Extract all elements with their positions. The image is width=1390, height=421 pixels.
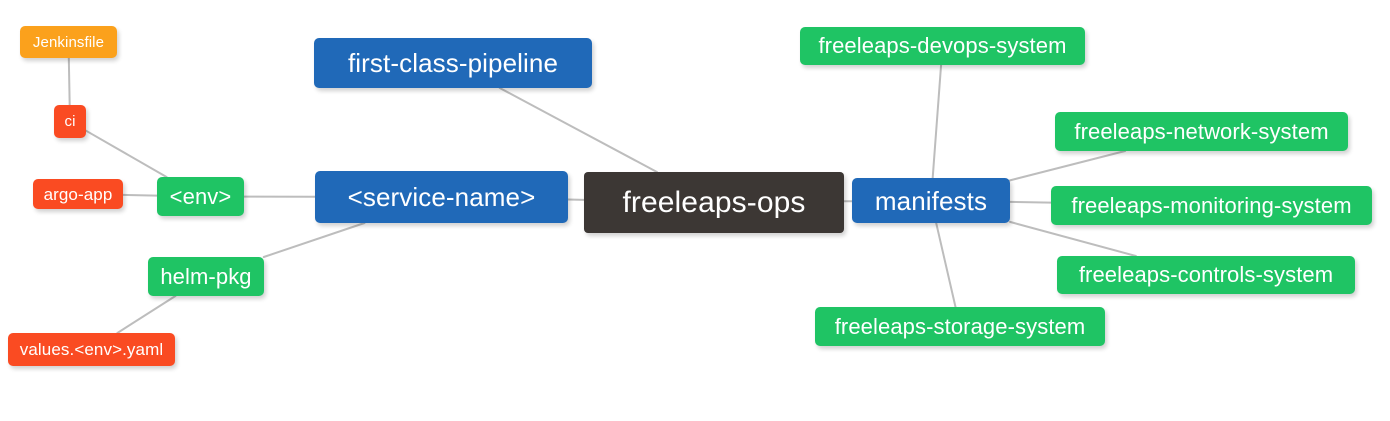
edge-env-to-ci: [85, 129, 168, 178]
node-label: argo-app: [43, 184, 113, 204]
node-label: freeleaps-ops: [622, 185, 806, 219]
node-values-yaml[interactable]: values.<env>.yaml: [8, 333, 175, 366]
node-label: <env>: [169, 183, 232, 209]
node-freeleaps-devops-system[interactable]: freeleaps-devops-system: [800, 27, 1085, 65]
node-label: freeleaps-storage-system: [834, 313, 1086, 339]
node-helm-pkg[interactable]: helm-pkg: [148, 257, 264, 296]
node-first-class-pipeline[interactable]: first-class-pipeline: [314, 38, 592, 88]
node-label: ci: [64, 113, 76, 130]
node-label: first-class-pipeline: [347, 48, 559, 78]
node-ci[interactable]: ci: [54, 105, 86, 138]
node-freeleaps-monitoring-system[interactable]: freeleaps-monitoring-system: [1051, 186, 1372, 225]
node-label: values.<env>.yaml: [19, 340, 164, 359]
edge-service_name-to-helm_pkg: [262, 222, 366, 258]
edge-env-to-argo_app: [122, 193, 158, 197]
edge-manifests-to-network_system: [1009, 150, 1127, 182]
node-freeleaps-storage-system[interactable]: freeleaps-storage-system: [815, 307, 1105, 346]
node-label: Jenkinsfile: [32, 33, 105, 51]
node-label: freeleaps-devops-system: [818, 33, 1067, 58]
edge-manifests-to-monitoring_system: [1009, 200, 1052, 204]
node-label: helm-pkg: [160, 263, 252, 289]
node-jenkinsfile[interactable]: Jenkinsfile: [20, 26, 117, 58]
node-label: manifests: [874, 185, 988, 216]
edge-manifests-to-devops_system: [931, 64, 943, 179]
node-label: freeleaps-network-system: [1074, 118, 1329, 144]
edge-manifests-to-controls_system: [1009, 220, 1137, 257]
edge-ci-to-jenkinsfile: [67, 57, 71, 106]
node-manifests[interactable]: manifests: [852, 178, 1010, 223]
edge-helm_pkg-to-values_yaml: [116, 295, 177, 334]
node-freeleaps-network-system[interactable]: freeleaps-network-system: [1055, 112, 1348, 151]
edge-manifests-to-storage_system: [935, 222, 957, 308]
node-label: freeleaps-controls-system: [1078, 262, 1334, 287]
node-env[interactable]: <env>: [157, 177, 244, 216]
edge-root-to-first_class_pipeline: [498, 87, 658, 173]
node-service-name[interactable]: <service-name>: [315, 171, 568, 223]
node-argo-app[interactable]: argo-app: [33, 179, 123, 209]
node-freeleaps-controls-system[interactable]: freeleaps-controls-system: [1057, 256, 1355, 294]
node-label: freeleaps-monitoring-system: [1071, 192, 1352, 218]
node-label: <service-name>: [347, 182, 536, 212]
node-freeleaps-ops[interactable]: freeleaps-ops: [584, 172, 844, 233]
